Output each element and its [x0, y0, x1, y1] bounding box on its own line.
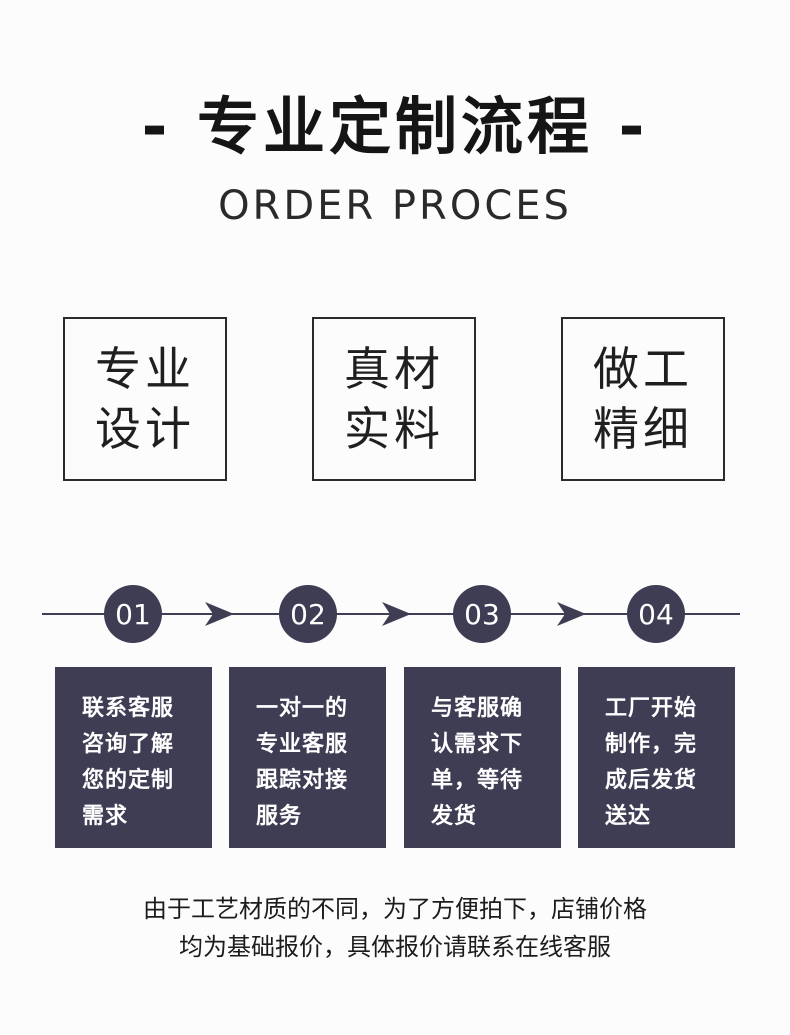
page-title: - 专业定制流程 - — [141, 90, 649, 163]
step-card-04: 工厂开始 制作，完 成后发货 送达 — [578, 667, 735, 848]
feature-text-line1: 真材 — [344, 342, 444, 396]
step-number: 01 — [115, 598, 151, 631]
page-subtitle: ORDER PROCES — [218, 183, 572, 229]
step-text-line: 需求 — [82, 804, 129, 829]
step-number: 04 — [638, 598, 674, 631]
feature-text-line1: 专业 — [95, 342, 195, 396]
step-text-line: 成后发货 — [605, 768, 698, 793]
feature-text-line2: 精细 — [593, 402, 693, 456]
step-text-line: 联系客服 — [82, 696, 175, 721]
step-text-line: 您的定制 — [82, 768, 175, 793]
arrow-right-icon — [557, 602, 586, 626]
step-card-02: 一对一的 专业客服 跟踪对接 服务 — [229, 667, 386, 848]
step-text-line: 一对一的 — [256, 696, 349, 721]
step-card-03: 与客服确 认需求下 单，等待 发货 — [404, 667, 561, 848]
step-marker-01: 01 — [104, 585, 162, 643]
step-text-line: 单，等待 — [431, 768, 524, 793]
step-text-line: 送达 — [605, 804, 652, 829]
step-card-01: 联系客服 咨询了解 您的定制 需求 — [55, 667, 212, 848]
pricing-note-line1: 由于工艺材质的不同，为了方便拍下，店铺价格 — [143, 895, 647, 923]
step-text-line: 发货 — [431, 804, 478, 829]
step-text-line: 服务 — [256, 804, 303, 829]
step-marker-04: 04 — [627, 585, 685, 643]
feature-text-line2: 设计 — [95, 402, 195, 456]
feature-text-line1: 做工 — [593, 342, 693, 396]
step-text-line: 工厂开始 — [605, 696, 698, 721]
step-marker-02: 02 — [279, 585, 337, 643]
step-text-line: 与客服确 — [431, 696, 524, 721]
step-text-line: 认需求下 — [431, 732, 524, 757]
step-text-line: 专业客服 — [256, 732, 349, 757]
feature-box-design: 专业 设计 — [63, 317, 227, 481]
step-number: 03 — [464, 598, 500, 631]
process-timeline: 01 02 03 04 — [42, 585, 740, 643]
feature-text-line2: 实料 — [344, 402, 444, 456]
feature-box-material: 真材 实料 — [312, 317, 476, 481]
step-text-line: 制作，完 — [605, 732, 698, 757]
step-text-line: 跟踪对接 — [256, 768, 349, 793]
pricing-note-line2: 均为基础报价，具体报价请联系在线客服 — [179, 933, 611, 961]
arrow-right-icon — [382, 602, 411, 626]
arrow-right-icon — [205, 602, 234, 626]
step-text-line: 咨询了解 — [82, 732, 175, 757]
feature-box-craft: 做工 精细 — [561, 317, 725, 481]
step-marker-03: 03 — [453, 585, 511, 643]
step-number: 02 — [290, 598, 326, 631]
